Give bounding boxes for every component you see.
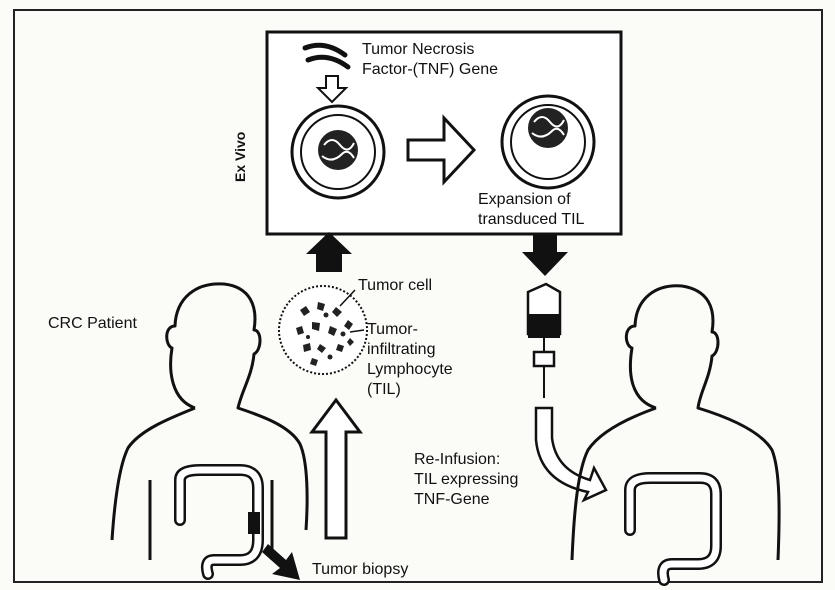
tumor-site (248, 512, 260, 534)
reinfusion-label-line2: TIL expressing (414, 470, 518, 490)
iv-bag-icon (528, 284, 560, 398)
lymphocyte-cell-left (292, 106, 384, 198)
ex-vivo-up-arrow (306, 232, 352, 272)
reinfusion-label-line3: TNF-Gene (414, 490, 490, 510)
tumor-biopsy-arrow (262, 544, 300, 580)
tumor-sample-circle (279, 286, 367, 374)
til-label-line4: (TIL) (367, 380, 401, 400)
reinfusion-arrow (536, 408, 606, 500)
reinfusion-label-line1: Re-Infusion: (414, 450, 500, 470)
colon-left-inner (180, 470, 258, 574)
colon-right-inner (630, 478, 716, 580)
tumor-biopsy-label: Tumor biopsy (312, 560, 408, 580)
expansion-label-line1: Expansion of (478, 190, 571, 210)
crc-patient-label: CRC Patient (48, 314, 137, 334)
til-label-line1: Tumor- (367, 320, 418, 340)
biopsy-up-arrow (312, 400, 360, 538)
patient-left (112, 284, 307, 560)
tnf-gene-label-line2: Factor-(TNF) Gene (362, 60, 498, 80)
til-label-line2: infiltrating (367, 340, 435, 360)
tnf-gene-label-line1: Tumor Necrosis (362, 40, 474, 60)
ex-vivo-label: Ex Vivo (232, 132, 248, 182)
expansion-label-line2: transduced TIL (478, 210, 584, 230)
til-label-line3: Lymphocyte (367, 360, 453, 380)
tumor-cell-label: Tumor cell (358, 276, 432, 296)
lymphocyte-cell-right (502, 96, 594, 188)
ex-vivo-down-arrow (522, 234, 568, 276)
patient-right (572, 286, 779, 560)
